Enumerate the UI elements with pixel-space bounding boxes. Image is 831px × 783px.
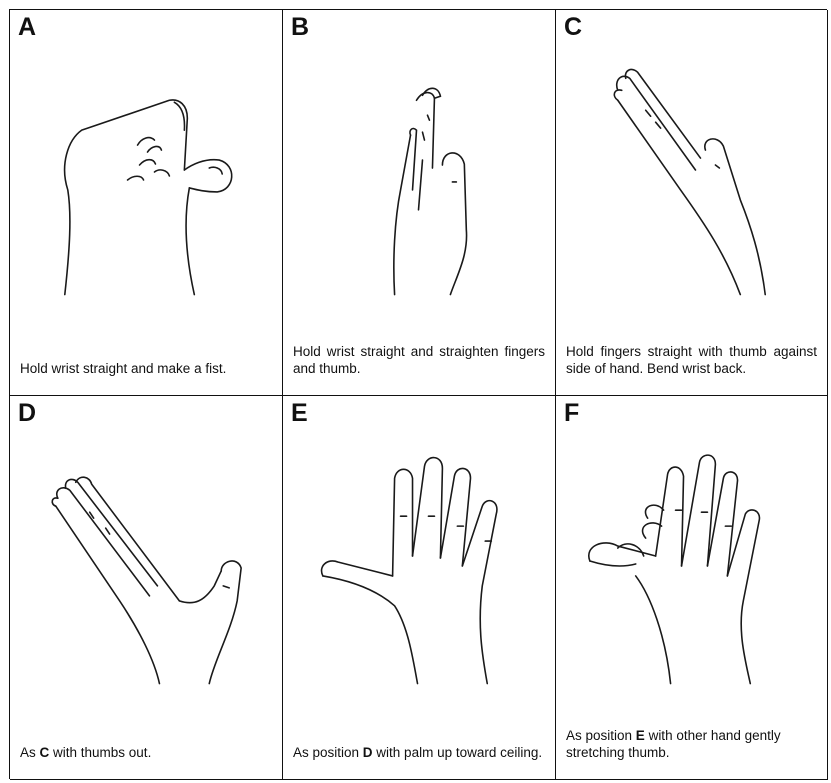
panel-letter: B [291, 12, 309, 42]
panel-d: D As C with thumbs out. [10, 396, 283, 780]
panel-e: E As position D with palm up toward ceil… [283, 396, 556, 780]
panel-a: A Hold wrist straight and make a fist. [10, 10, 283, 396]
panel-letter: E [291, 398, 308, 428]
straight-hand-illustration [283, 40, 555, 305]
wrist-back-illustration [556, 40, 827, 305]
panel-caption: As C with thumbs out. [20, 744, 272, 761]
panel-caption: Hold fingers straight with thumb against… [566, 343, 817, 377]
thumb-out-illustration [10, 426, 282, 691]
panel-letter: D [18, 398, 36, 428]
exercise-grid: A Hold wrist straight and make a fist. B [9, 9, 827, 779]
panel-caption: As position E with other hand gently str… [566, 727, 817, 761]
panel-c: C Hold fingers straight with thumb again… [556, 10, 828, 396]
panel-f: F As position E with other hand gently s… [556, 396, 828, 780]
panel-b: B Hold wrist straight and straighten fin… [283, 10, 556, 396]
fist-illustration [10, 40, 282, 305]
panel-caption: Hold wrist straight and straighten finge… [293, 343, 545, 377]
panel-letter: F [564, 398, 579, 428]
palm-up-illustration [283, 426, 555, 691]
panel-letter: A [18, 12, 36, 42]
panel-caption: As position D with palm up toward ceilin… [293, 744, 545, 761]
panel-letter: C [564, 12, 582, 42]
panel-caption: Hold wrist straight and make a fist. [20, 360, 272, 377]
thumb-stretch-illustration [556, 426, 827, 691]
